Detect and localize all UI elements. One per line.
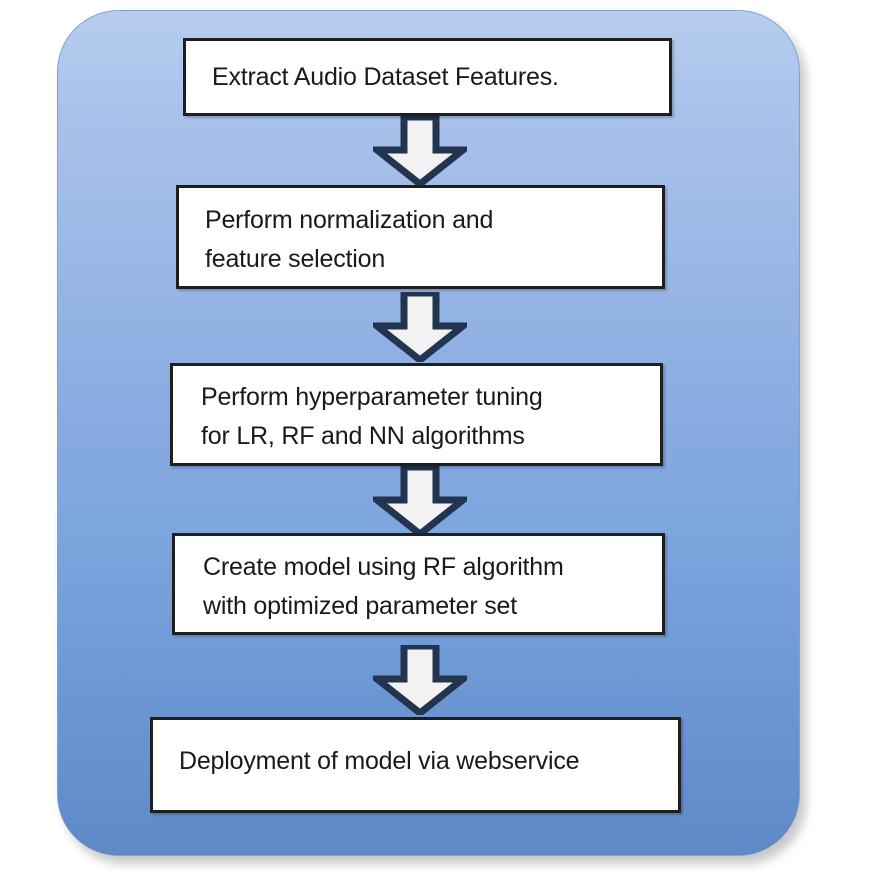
process-box-step-2[interactable]: Perform normalization and feature select… <box>176 185 665 289</box>
process-box-step-3-label: Perform hyperparameter tuning for LR, RF… <box>201 383 543 450</box>
down-arrow-icon-1 <box>373 116 467 186</box>
process-box-step-1[interactable]: Extract Audio Dataset Features. <box>183 38 672 116</box>
down-arrow-icon-2 <box>373 292 467 362</box>
process-box-step-5[interactable]: Deployment of model via webservice <box>150 717 681 813</box>
down-arrow-icon-3 <box>373 466 467 536</box>
process-box-step-3[interactable]: Perform hyperparameter tuning for LR, RF… <box>170 363 663 466</box>
process-box-step-4-label: Create model using RF algorithm with opt… <box>203 553 564 620</box>
process-box-step-5-label: Deployment of model via webservice <box>179 747 580 775</box>
process-box-step-4[interactable]: Create model using RF algorithm with opt… <box>172 533 665 635</box>
process-box-step-2-label: Perform normalization and feature select… <box>205 206 494 273</box>
process-box-step-1-label: Extract Audio Dataset Features. <box>212 63 559 91</box>
down-arrow-icon-4 <box>373 645 467 715</box>
